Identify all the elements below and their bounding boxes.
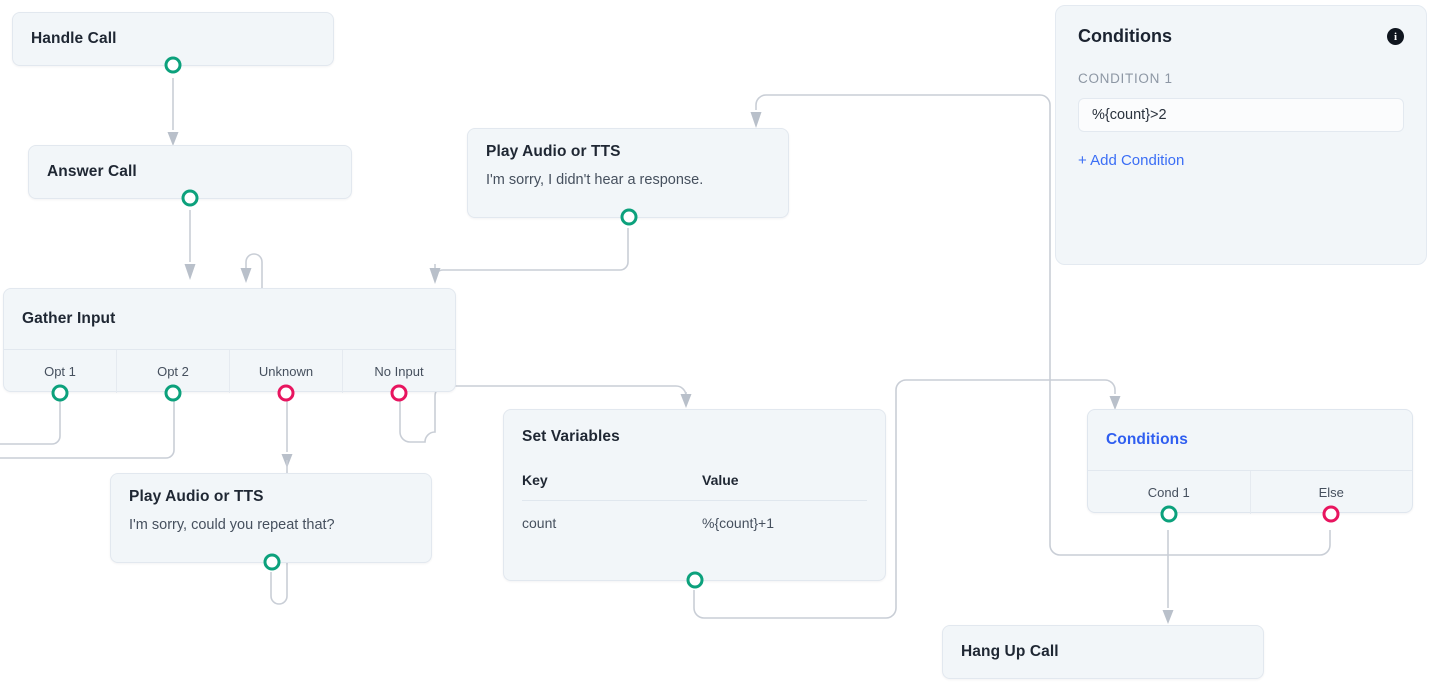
output-port-teal[interactable] — [164, 56, 182, 74]
condition-input[interactable]: %{count}>2 — [1078, 98, 1404, 132]
branch-port-opt-1[interactable]: Opt 1 — [4, 350, 117, 402]
node-title: Set Variables — [522, 428, 620, 445]
variable-key: count — [522, 515, 557, 531]
branch-port-unknown[interactable]: Unknown — [230, 350, 343, 402]
table-divider — [522, 500, 867, 501]
node-title: Play Audio or TTS — [486, 143, 621, 160]
node-title: Hang Up Call — [961, 643, 1059, 660]
variable-value: %{count}+1 — [702, 515, 775, 531]
branch-ports-row: Opt 1 Opt 2 Unknown No Input — [4, 349, 455, 402]
branch-port-label: Cond 1 — [1147, 485, 1190, 500]
node-title: Conditions — [1106, 431, 1188, 448]
add-condition-link[interactable]: + Add Condition — [1078, 152, 1185, 169]
condition-label: CONDITION 1 — [1078, 71, 1173, 86]
branch-port-label: No Input — [374, 364, 424, 379]
output-port-teal[interactable] — [181, 189, 199, 207]
node-title: Handle Call — [31, 30, 117, 47]
node-set-variables[interactable]: Set Variables Key Value count %{count}+1 — [503, 409, 886, 589]
branch-port-label: Opt 1 — [44, 364, 76, 379]
condition-input-value: %{count}>2 — [1092, 107, 1167, 123]
panel-title: Conditions — [1078, 26, 1172, 46]
output-port-teal[interactable] — [51, 384, 69, 402]
node-handle-call[interactable]: Handle Call — [12, 12, 334, 74]
branch-ports-row: Cond 1 Else — [1088, 470, 1413, 523]
node-play-audio-no-response[interactable]: Play Audio or TTS I'm sorry, I didn't he… — [467, 128, 789, 226]
branch-port-label: Opt 2 — [157, 364, 189, 379]
node-title: Gather Input — [22, 310, 116, 327]
output-port-pink[interactable] — [390, 384, 408, 402]
output-port-pink[interactable] — [1322, 505, 1340, 523]
branch-port-label: Unknown — [258, 364, 314, 379]
output-port-pink[interactable] — [277, 384, 295, 402]
branch-port-no-input[interactable]: No Input — [343, 350, 455, 402]
output-port-teal[interactable] — [620, 208, 638, 226]
branch-port-else[interactable]: Else — [1251, 471, 1413, 523]
output-port-teal[interactable] — [686, 571, 704, 589]
variables-table-row[interactable]: count %{count}+1 — [522, 501, 867, 531]
variables-table-header: Key Value — [522, 472, 867, 500]
output-port-teal[interactable] — [263, 553, 281, 571]
info-icon[interactable]: i — [1387, 28, 1404, 45]
panel-header: Conditions i — [1078, 26, 1404, 47]
branch-port-cond-1[interactable]: Cond 1 — [1088, 471, 1251, 523]
conditions-panel: Conditions i CONDITION 1 %{count}>2 + Ad… — [1055, 5, 1427, 265]
node-title: Play Audio or TTS — [129, 488, 264, 505]
node-gather-input[interactable]: Gather Input Opt 1 Opt 2 Unknown No Inpu… — [3, 288, 456, 402]
node-play-audio-repeat[interactable]: Play Audio or TTS I'm sorry, could you r… — [110, 473, 432, 571]
output-port-teal[interactable] — [164, 384, 182, 402]
column-header-value: Value — [702, 472, 739, 488]
branch-port-opt-2[interactable]: Opt 2 — [117, 350, 230, 402]
column-header-key: Key — [522, 472, 548, 488]
node-conditions[interactable]: Conditions Cond 1 Else — [1087, 409, 1413, 523]
node-answer-call[interactable]: Answer Call — [28, 145, 352, 207]
output-port-teal[interactable] — [1160, 505, 1178, 523]
branch-port-label: Else — [1318, 485, 1344, 500]
node-message-text: I'm sorry, I didn't hear a response. — [486, 172, 704, 188]
node-title: Answer Call — [47, 163, 137, 180]
node-message-text: I'm sorry, could you repeat that? — [129, 517, 335, 533]
node-hang-up-call[interactable]: Hang Up Call — [942, 625, 1264, 679]
